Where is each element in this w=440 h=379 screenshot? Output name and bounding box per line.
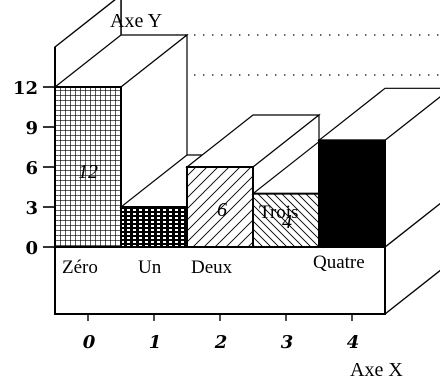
y-tick-label: 12 xyxy=(13,78,38,99)
bar-front xyxy=(120,206,188,248)
category-label: Zéro xyxy=(62,257,98,278)
y-ticks: 0 3 6 9 12 xyxy=(13,78,38,259)
x-tick-label: 3 xyxy=(281,332,294,353)
bar-front xyxy=(318,139,386,248)
y-tick-label: 0 xyxy=(25,238,38,259)
bar-front xyxy=(186,166,254,248)
y-tick-label: 9 xyxy=(25,118,38,139)
data-labels: 12 6 4 xyxy=(78,161,292,233)
category-label: Quatre xyxy=(313,252,365,273)
data-label: 4 xyxy=(282,211,292,233)
x-ticks: 0 1 2 3 4 xyxy=(83,332,360,353)
x-tick-label: 1 xyxy=(149,332,162,353)
y-axis-title: Axe Y xyxy=(110,10,162,32)
category-label: Un xyxy=(138,257,162,278)
bar-front xyxy=(54,86,122,248)
category-label: Trois xyxy=(259,202,298,223)
x-axis-title: Axe X xyxy=(350,359,403,379)
y-tick-label: 3 xyxy=(25,198,38,219)
category-labels: Zéro Un Deux Trois Quatre xyxy=(62,202,365,278)
data-label: 6 xyxy=(217,199,227,221)
x-tick-label: 0 xyxy=(83,332,96,353)
bars xyxy=(53,33,440,249)
x-tick-label: 4 xyxy=(347,332,360,353)
base-depth-edge xyxy=(384,269,440,315)
bar-front xyxy=(252,192,320,249)
bar xyxy=(317,87,440,249)
x-tick-label: 2 xyxy=(214,332,228,353)
category-label: Deux xyxy=(191,257,233,278)
data-label: 12 xyxy=(78,161,98,183)
y-tick-label: 6 xyxy=(25,158,38,179)
